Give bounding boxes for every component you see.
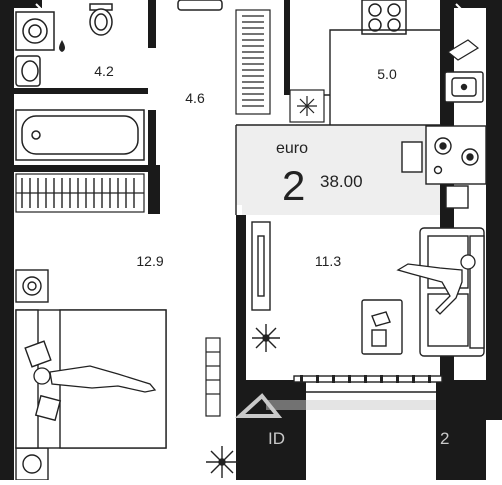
room-area-living: 11.3 <box>315 253 341 269</box>
dish-icon <box>446 39 480 61</box>
corner-marks <box>35 3 467 15</box>
ventilation-icon <box>289 89 325 123</box>
top-wall-left <box>0 0 42 8</box>
balcony-right-wall <box>436 380 486 480</box>
toilet-icon <box>89 3 113 36</box>
room-area-bedroom: 12.9 <box>136 253 163 269</box>
tv-unit-icon <box>251 221 271 311</box>
bedroom-top-wall <box>14 165 160 172</box>
watermark: ID 2 <box>234 393 449 448</box>
sleeping-person-icon <box>33 365 157 393</box>
wc-wall <box>148 0 156 48</box>
room-labels: 4.2 4.6 5.0 12.9 11.3 <box>94 63 397 269</box>
kitchen-counter <box>329 29 440 125</box>
right-outer-wall <box>486 0 502 420</box>
plant-bedroom-icon <box>206 446 238 478</box>
coffee-table-icon <box>361 299 403 355</box>
bath-wall <box>148 110 156 170</box>
rooms-number: 2 <box>282 162 305 209</box>
top-wall-right <box>440 0 502 8</box>
kitchen-sink-icon <box>444 71 484 103</box>
nightstand-top-icon <box>15 269 49 303</box>
room-area-hallway: 4.6 <box>185 90 205 106</box>
hall-right-wall <box>284 0 290 95</box>
nightstand-bottom-icon <box>15 447 49 481</box>
cooktop-icon <box>361 0 407 35</box>
top-item-icon <box>177 0 223 11</box>
water-drop-icon <box>59 40 65 52</box>
plant-icon <box>252 324 280 352</box>
room-area-bathroom: 4.2 <box>94 63 114 79</box>
washing-machine-icon <box>15 11 55 51</box>
svg-text:2: 2 <box>440 429 449 448</box>
balcony-ticks <box>300 375 431 383</box>
balcony-left-wall <box>246 380 306 480</box>
apartment-summary: euro 2 38.00 <box>276 140 363 209</box>
total-area: 38.00 <box>320 172 363 191</box>
room-area-kitchen: 5.0 <box>377 66 397 82</box>
bedroom-shelf-icon <box>205 337 221 417</box>
apartment-type-label: euro <box>276 140 308 157</box>
dining-table-icon <box>401 125 487 209</box>
bathtub-icon <box>15 109 145 161</box>
wardrobe-icon <box>15 173 145 213</box>
balcony <box>293 375 443 393</box>
radiator-rungs <box>242 15 264 107</box>
bathroom-divider <box>14 88 148 94</box>
sitting-person-icon <box>396 254 476 315</box>
sink-icon <box>15 55 41 87</box>
watermark-text: ID <box>268 429 285 448</box>
towel-radiator-icon <box>235 9 271 115</box>
left-outer-wall <box>0 0 14 480</box>
wardrobe-wall <box>148 172 160 214</box>
living-left-wall <box>236 215 246 480</box>
wardrobe-hangers <box>21 178 135 208</box>
